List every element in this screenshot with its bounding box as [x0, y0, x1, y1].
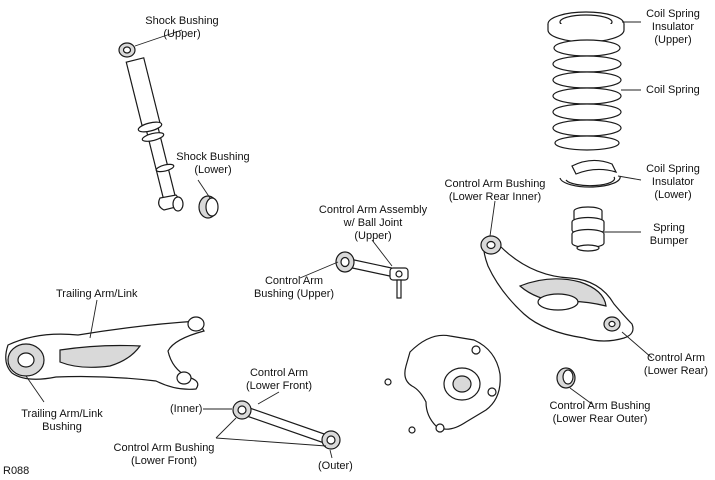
label-line: Coil Spring — [646, 8, 700, 20]
label-trailing-arm-link: Trailing Arm/Link — [56, 288, 138, 301]
label-line: Bumper — [649, 235, 689, 247]
label-line: Trailing Arm/Link — [56, 288, 138, 300]
coil-spring-insulator-upper — [547, 11, 625, 43]
label-line: Control Arm — [249, 367, 309, 379]
diagram-code-text: R088 — [3, 465, 30, 477]
label-trailing-arm-link-bushing: Trailing Arm/Link Bushing — [12, 408, 112, 434]
control-arm-bushing-lower-rear-outer — [556, 367, 576, 389]
label-line: Coil Spring — [646, 163, 700, 175]
label-line: Control Arm Bushing — [549, 400, 651, 412]
control-arm-assembly-upper — [335, 251, 409, 299]
label-line: Spring — [653, 222, 685, 234]
leader-lines — [25, 21, 653, 459]
label-line: w/ Ball Joint — [343, 217, 403, 229]
label-coil-spring: Coil Spring — [646, 84, 700, 97]
label-line: Shock Bushing — [145, 15, 219, 27]
label-coil-spring-insulator-lower: Coil Spring Insulator (Lower) — [637, 163, 709, 202]
label-shock-bushing-lower: Shock Bushing (Lower) — [167, 151, 259, 177]
coil-spring-insulator-lower — [559, 159, 621, 188]
control-arm-lower-front — [232, 400, 341, 450]
label-line: (Lower Front) — [245, 380, 313, 392]
label-control-arm-lower-rear: Control Arm (Lower Rear) — [640, 352, 712, 378]
shock-bushing-lower — [198, 195, 219, 219]
trailing-arm — [5, 316, 205, 390]
label-coil-spring-insulator-upper: Coil Spring Insulator (Upper) — [637, 8, 709, 47]
label-line: Bushing (Upper) — [253, 288, 335, 300]
label-spring-bumper: Spring Bumper — [637, 222, 701, 248]
label-line: Control Arm Bushing — [113, 442, 215, 454]
steering-knuckle — [384, 334, 501, 434]
label-line: (Upper) — [163, 28, 201, 40]
label-control-arm-bushing-lower-rear-inner: Control Arm Bushing (Lower Rear Inner) — [440, 178, 550, 204]
label-line: Bushing — [42, 421, 82, 433]
label-line: Coil Spring — [646, 84, 700, 96]
label-line: Shock Bushing — [176, 151, 250, 163]
label-line: Insulator — [651, 21, 695, 33]
label-line: Control Arm — [646, 352, 706, 364]
label-line: (Lower Rear Inner) — [448, 191, 542, 203]
control-arm-lower-rear — [480, 235, 634, 342]
label-line: (Lower Rear Outer) — [552, 413, 648, 425]
coil-spring — [552, 39, 622, 151]
spring-bumper — [571, 206, 605, 252]
label-line: (Upper) — [354, 230, 392, 242]
label-line: Control Arm Assembly — [318, 204, 428, 216]
label-outer: (Outer) — [318, 460, 353, 473]
label-line: Trailing Arm/Link — [21, 408, 103, 420]
shock-absorber — [118, 42, 184, 212]
label-line: Control Arm — [264, 275, 324, 287]
diagram-code: R088 — [3, 465, 29, 478]
label-shock-bushing-upper: Shock Bushing (Upper) — [136, 15, 228, 41]
label-line: (Lower Rear) — [643, 365, 709, 377]
label-control-arm-bushing-lower-rear-outer: Control Arm Bushing (Lower Rear Outer) — [540, 400, 660, 426]
label-line: (Lower) — [194, 164, 232, 176]
label-line: Control Arm Bushing — [444, 178, 546, 190]
label-line: (Lower) — [654, 189, 692, 201]
label-line: (Lower Front) — [130, 455, 198, 467]
label-line: (Outer) — [318, 460, 353, 472]
label-line: (Upper) — [654, 34, 692, 46]
label-line: Insulator — [651, 176, 695, 188]
label-control-arm-assembly-upper: Control Arm Assembly w/ Ball Joint (Uppe… — [318, 204, 428, 243]
label-control-arm-bushing-upper: Control Arm Bushing (Upper) — [246, 275, 342, 301]
label-control-arm-lower-front: Control Arm (Lower Front) — [236, 367, 322, 393]
label-inner: (Inner) — [170, 403, 202, 416]
label-control-arm-bushing-lower-front: Control Arm Bushing (Lower Front) — [106, 442, 222, 468]
label-line: (Inner) — [170, 403, 203, 415]
